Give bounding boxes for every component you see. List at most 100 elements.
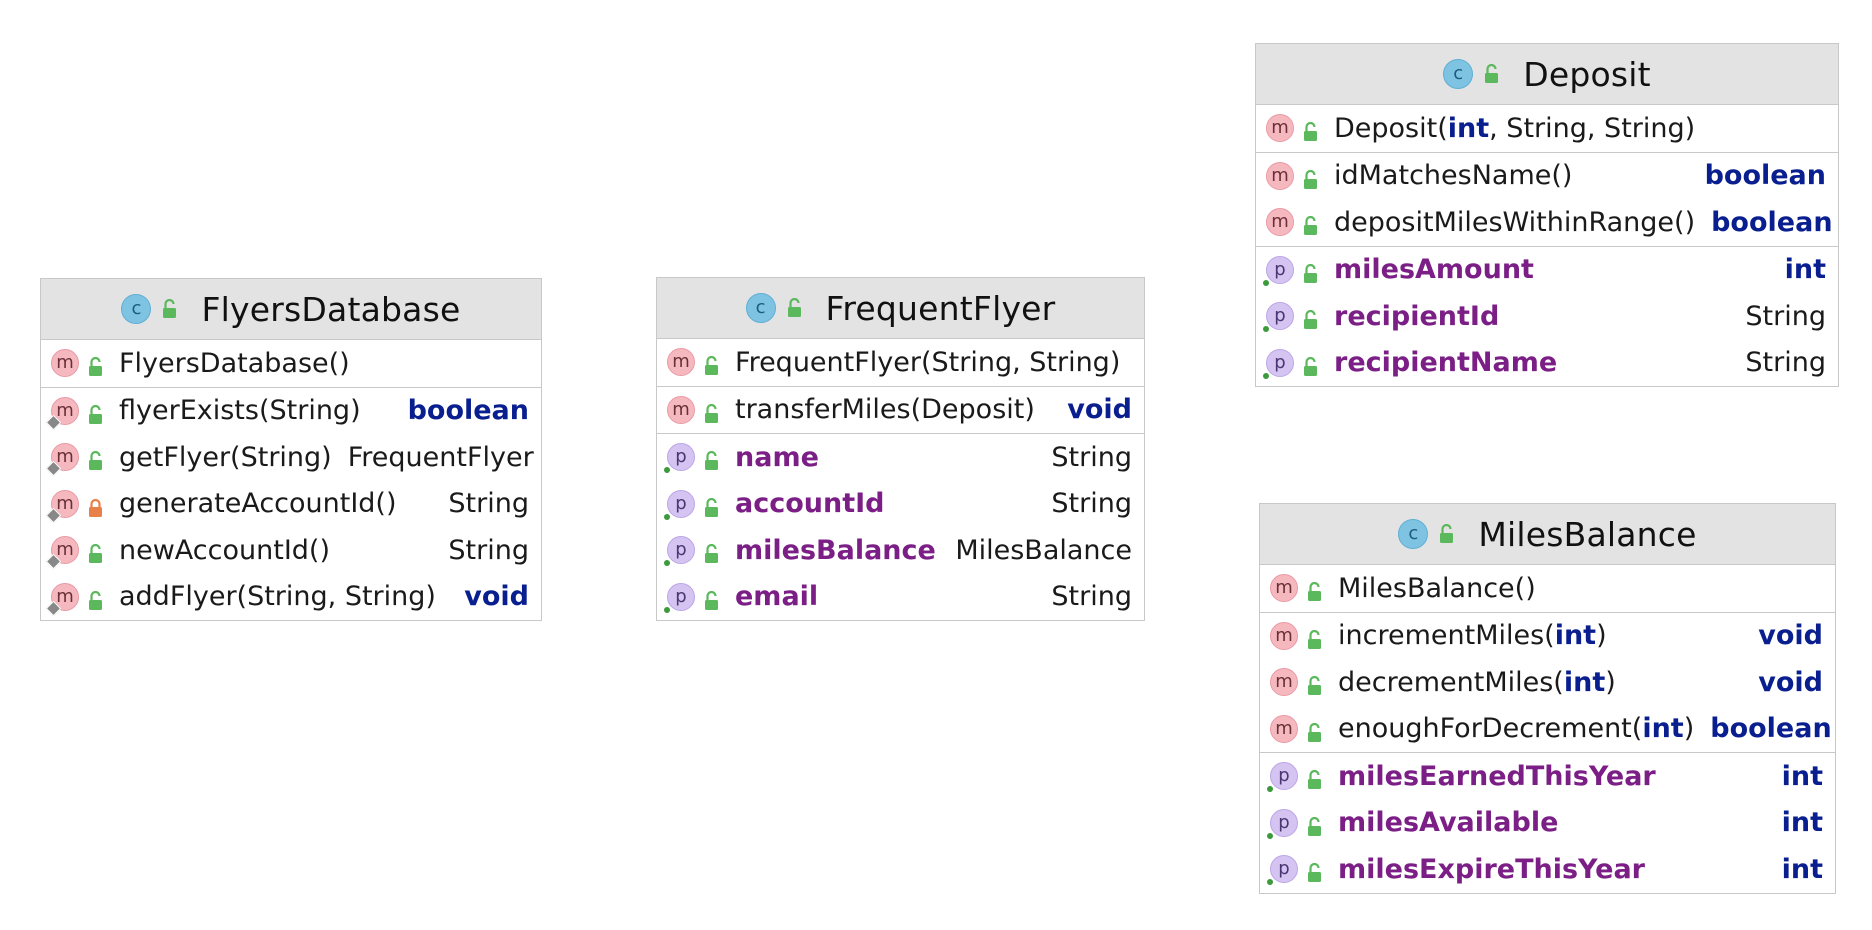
field-marker-icon <box>664 513 670 520</box>
return-type: String <box>448 534 529 566</box>
property-icon: p <box>664 582 695 613</box>
return-type: void <box>464 581 529 613</box>
property-name: milesBalance <box>735 534 936 566</box>
badge-letter: m <box>56 352 74 374</box>
unlocked-padlock-icon <box>1302 260 1320 283</box>
return-type: boolean <box>1704 160 1826 192</box>
badge-letter: c <box>1453 63 1464 84</box>
field-marker-icon <box>664 606 670 613</box>
method-icon: m <box>45 489 79 524</box>
badge-letter: p <box>675 446 687 468</box>
unlocked-padlock-icon <box>87 540 105 564</box>
signature-text: generateAccountId() <box>119 488 397 520</box>
signature-text: ) <box>1596 620 1607 652</box>
return-type: String <box>1745 347 1826 379</box>
unlocked-padlock-icon <box>161 298 179 319</box>
method-icon: m <box>1270 621 1298 650</box>
property-name: name <box>735 441 819 473</box>
property-name: accountId <box>735 488 885 520</box>
unlocked-padlock-icon <box>703 400 721 423</box>
signature-text: , String, String) <box>1489 112 1696 144</box>
return-type: boolean <box>407 395 529 427</box>
method-signature: decrementMiles(int) <box>1338 667 1616 698</box>
type-keyword: int <box>1642 713 1684 745</box>
method-signature: FrequentFlyer(String, String) <box>735 347 1120 378</box>
property-icon: p <box>1267 855 1298 886</box>
signature-text: depositMilesWithinRange() <box>1334 206 1696 238</box>
method-signature: FlyersDatabase() <box>119 348 350 379</box>
locked-padlock-icon <box>87 494 105 517</box>
method-row[interactable]: m FrequentFlyer(String, String) <box>657 339 1144 386</box>
badge-letter: m <box>1275 671 1293 693</box>
unlocked-padlock-icon <box>1306 626 1324 649</box>
field-marker-icon <box>1263 279 1269 286</box>
signature-text: MilesBalance() <box>1338 572 1536 604</box>
property-name: recipientName <box>1334 347 1558 379</box>
field-marker-icon <box>1263 372 1269 379</box>
method-icon: m <box>1266 208 1294 237</box>
method-signature: incrementMiles(int) <box>1338 620 1607 651</box>
method-icon: m <box>667 348 695 377</box>
method-signature: generateAccountId() <box>119 488 397 519</box>
unlocked-padlock-icon <box>703 540 721 564</box>
unlocked-padlock-icon <box>1306 766 1324 790</box>
badge-letter: m <box>1271 211 1289 233</box>
unlocked-padlock-icon <box>87 401 105 424</box>
badge-letter: m <box>56 399 74 421</box>
method-row[interactable]: m FlyersDatabase() <box>41 340 541 387</box>
method-signature: transferMiles(Deposit) <box>735 394 1035 425</box>
badge-letter: m <box>56 446 74 468</box>
property-name: milesAvailable <box>1338 807 1559 839</box>
return-type: String <box>1051 488 1132 520</box>
property-icon: p <box>1263 255 1294 286</box>
unlocked-padlock-icon <box>87 447 105 471</box>
badge-letter: m <box>672 398 690 420</box>
unlocked-padlock-icon <box>1306 719 1324 742</box>
method-icon: m <box>1270 668 1298 697</box>
unlocked-padlock-icon <box>1306 813 1324 836</box>
badge-letter: m <box>672 351 690 373</box>
method-signature: MilesBalance() <box>1338 573 1536 604</box>
signature-text: getFlyer(String) <box>119 441 332 473</box>
property-icon: p <box>1263 302 1294 333</box>
unlocked-padlock-icon <box>703 494 721 517</box>
signature-text: decrementMiles( <box>1338 666 1564 698</box>
method-signature: Deposit(int, String, String) <box>1334 113 1695 144</box>
property-icon: p <box>1267 762 1298 793</box>
badge-letter: c <box>1408 523 1419 544</box>
return-type: String <box>1051 581 1132 613</box>
